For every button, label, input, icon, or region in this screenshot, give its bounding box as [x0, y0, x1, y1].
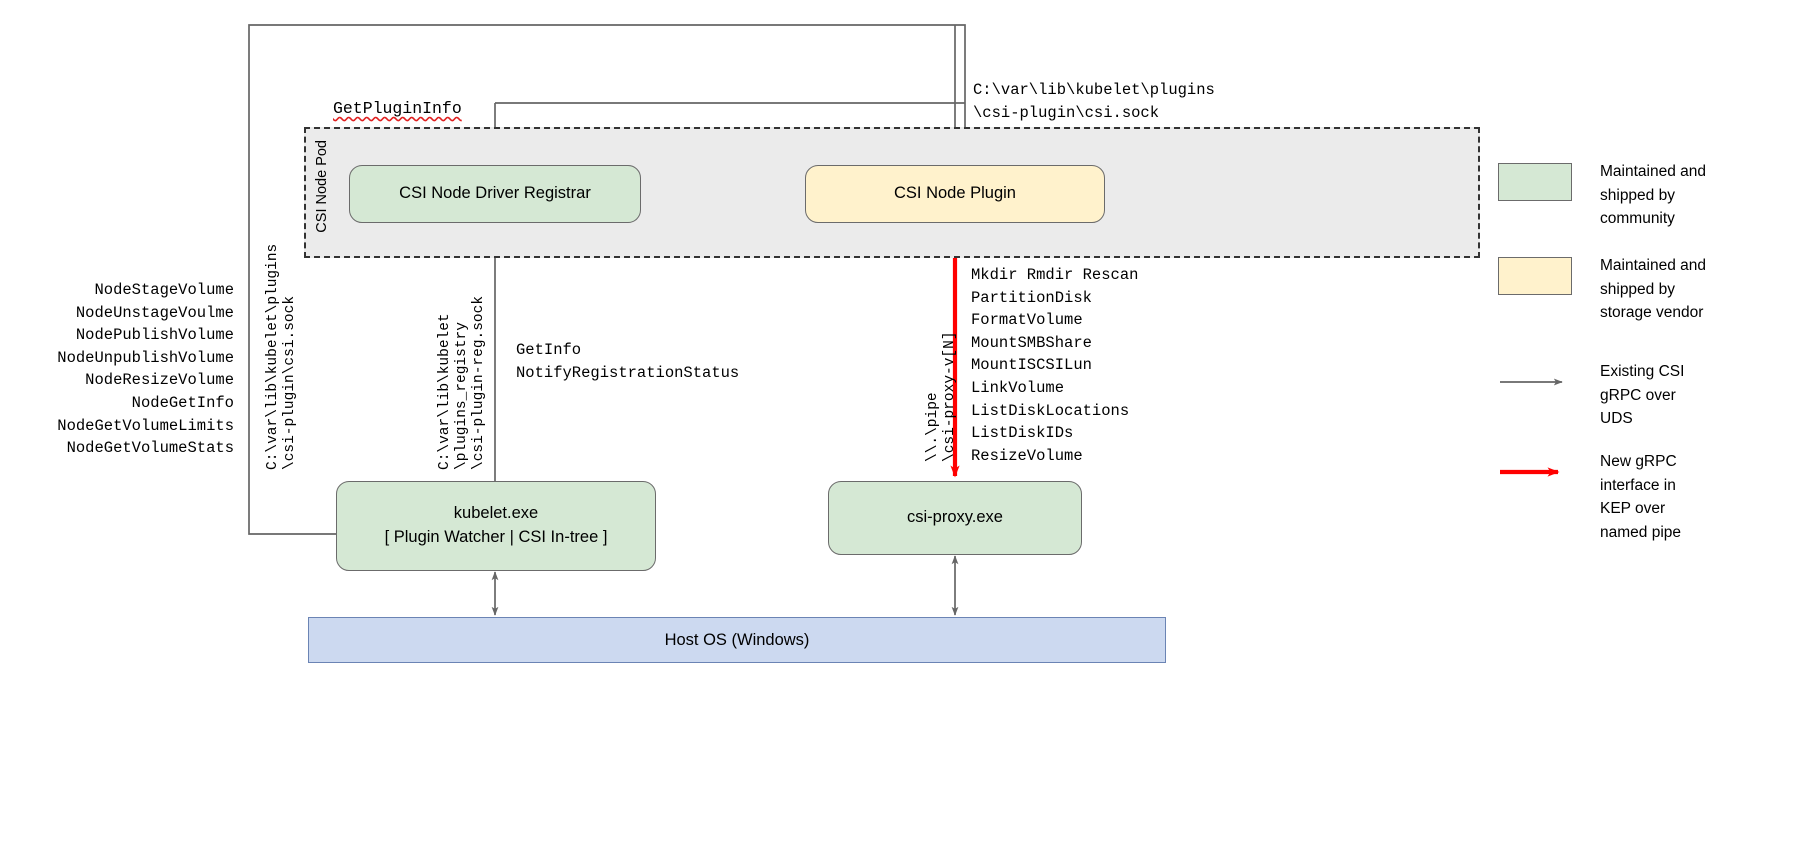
legend-item-new-grpc: New gRPC interface in KEP over named pip… [1498, 453, 1681, 544]
legend-swatch-yellow [1498, 257, 1572, 295]
legend-label-storage-vendor: Maintained and shipped by storage vendor [1600, 257, 1706, 321]
vertical-csi-sock-path-label: C:\var\lib\kubelet\plugins \csi-plugin\c… [265, 243, 298, 470]
csi-proxy-exe-title: csi-proxy.exe [907, 508, 1003, 527]
get-plugin-info-label: GetPluginInfo [333, 99, 462, 118]
csi-node-pod-label-text: CSI Node Pod [314, 140, 330, 233]
legend-arrow-gray-icon [1498, 363, 1572, 401]
vertical-plugins-registry-path-label: C:\var\lib\kubelet \plugins_registry \cs… [437, 295, 487, 470]
csi-node-driver-registrar-box[interactable]: CSI Node Driver Registrar [349, 165, 641, 223]
csi-node-plugin-box[interactable]: CSI Node Plugin [805, 165, 1105, 223]
legend-arrow-red-icon [1498, 453, 1572, 491]
legend-label-new-grpc: New gRPC interface in KEP over named pip… [1600, 453, 1682, 541]
csi-node-plugin-title: CSI Node Plugin [894, 184, 1016, 203]
legend-item-existing-csi: Existing CSI gRPC over UDS [1498, 363, 1684, 431]
node-service-rpc-list: NodeStageVolume NodeUnstageVoulme NodePu… [57, 281, 234, 458]
host-os-title: Host OS (Windows) [664, 630, 810, 649]
legend-item-storage-vendor: Maintained and shipped by storage vendor [1498, 257, 1706, 325]
legend-item-community: Maintained and shipped by community [1498, 163, 1706, 231]
registration-rpc-list: GetInfo NotifyRegistrationStatus [516, 341, 740, 382]
csi-proxy-api-list: Mkdir Rmdir Rescan PartitionDisk FormatV… [971, 266, 1139, 465]
csi-sock-path-label: C:\var\lib\kubelet\plugins \csi-plugin\c… [973, 81, 1215, 122]
csi-proxy-exe-box[interactable]: csi-proxy.exe [828, 481, 1082, 555]
kubelet-exe-subtitle: [ Plugin Watcher | CSI In-tree ] [384, 528, 608, 546]
vertical-named-pipe-path-label: \\.\pipe \csi-proxy-v[N] [925, 331, 958, 462]
host-os-box: Host OS (Windows) [308, 617, 1166, 663]
csi-node-pod-label: CSI Node Pod [312, 30, 332, 233]
legend-swatch-green [1498, 163, 1572, 201]
kubelet-exe-title: kubelet.exe [453, 504, 539, 523]
legend-label-community: Maintained and shipped by community [1600, 163, 1706, 227]
legend-label-existing-csi: Existing CSI gRPC over UDS [1600, 363, 1685, 427]
csi-node-driver-registrar-title: CSI Node Driver Registrar [399, 184, 591, 203]
kubelet-exe-box[interactable]: kubelet.exe [ Plugin Watcher | CSI In-tr… [336, 481, 656, 571]
